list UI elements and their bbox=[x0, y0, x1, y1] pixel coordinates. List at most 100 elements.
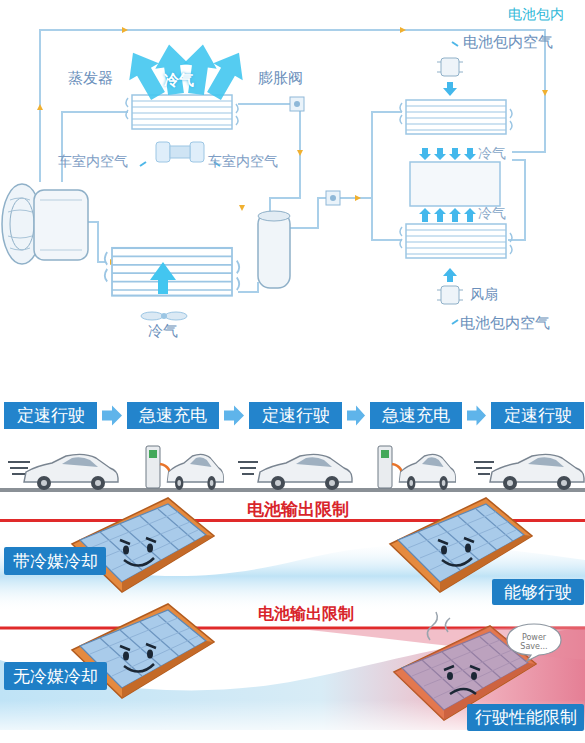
step-box: 定速行驶 bbox=[491, 402, 584, 429]
flow-arrow bbox=[224, 406, 244, 426]
battery-cooling-unit bbox=[437, 62, 463, 72]
condenser-fan bbox=[165, 312, 187, 320]
box-text: Power Save... bbox=[511, 633, 557, 651]
cars bbox=[258, 454, 352, 490]
box-text: 急速充电 bbox=[382, 404, 450, 427]
condenser bbox=[158, 278, 168, 294]
air-label: 车室内空气 bbox=[58, 154, 128, 169]
refrigerant-pipes bbox=[290, 198, 328, 228]
air-label: 电池包内空气 bbox=[460, 315, 550, 332]
compressor bbox=[2, 184, 88, 264]
refrigerant-pipes bbox=[372, 198, 402, 240]
battery-cooling-unit bbox=[443, 268, 457, 282]
condenser bbox=[105, 248, 239, 296]
battery-packs bbox=[72, 498, 214, 592]
box-text: 定速行驶 bbox=[17, 404, 85, 427]
refrigerant-pipes bbox=[86, 222, 106, 262]
flow-arrows bbox=[122, 27, 128, 33]
flow-arrows bbox=[297, 150, 303, 156]
state-box: 能够行驶 bbox=[492, 579, 584, 605]
bubble-outline bbox=[507, 624, 561, 661]
cars bbox=[399, 454, 455, 490]
blower-fan bbox=[190, 142, 204, 162]
expansion-valve bbox=[326, 191, 340, 205]
compressor bbox=[34, 190, 88, 260]
expansion-valve bbox=[294, 101, 300, 107]
battery-cooling-unit bbox=[434, 208, 446, 222]
battery-cooling-unit bbox=[400, 224, 512, 258]
expansion-valve bbox=[290, 97, 304, 111]
battery-packs bbox=[438, 538, 474, 566]
refrigerant-pipes bbox=[238, 103, 292, 105]
flow-arrows bbox=[542, 90, 548, 96]
cars bbox=[167, 454, 223, 490]
condenser bbox=[105, 248, 239, 296]
cars bbox=[24, 446, 584, 490]
blower-fan bbox=[170, 146, 190, 158]
battery-packs bbox=[120, 644, 156, 672]
compressor bbox=[8, 198, 32, 250]
state-box: 行驶性能限制 bbox=[467, 704, 584, 731]
battery-cooling-unit bbox=[443, 82, 457, 96]
state-box: 带冷媒冷却 bbox=[4, 547, 106, 575]
expansion-valve bbox=[330, 195, 336, 201]
receiver-tank bbox=[258, 211, 290, 288]
limit-label: 电池输出限制 bbox=[258, 605, 354, 623]
battery-packs bbox=[72, 498, 536, 720]
air-label: 冷气 bbox=[478, 206, 506, 221]
condenser-fan bbox=[141, 312, 187, 320]
battery-cooling-unit bbox=[464, 208, 476, 222]
evaporator bbox=[126, 95, 238, 129]
step-box: 急速充电 bbox=[370, 402, 462, 429]
air-label: 车室内空气 bbox=[208, 154, 278, 169]
condenser-fan bbox=[161, 313, 167, 319]
state-box: 无冷媒冷却 bbox=[4, 662, 107, 690]
air-label: 冷气 bbox=[164, 72, 194, 89]
box-text: 急速充电 bbox=[139, 404, 207, 427]
road bbox=[238, 462, 258, 474]
flow-arrow bbox=[102, 406, 122, 426]
battery-cooling-unit bbox=[437, 290, 463, 300]
battery-cooling-unit bbox=[419, 148, 431, 160]
refrigerant-pipes bbox=[40, 30, 545, 182]
battery-cooling-unit bbox=[419, 208, 431, 222]
battery-packs bbox=[427, 612, 450, 640]
condenser bbox=[150, 262, 176, 280]
refrigerant-pipes bbox=[62, 112, 128, 182]
flow-arrow bbox=[347, 406, 365, 426]
receiver-tank bbox=[258, 211, 290, 221]
refrigerant-pipes bbox=[340, 112, 402, 198]
flow-arrows bbox=[400, 27, 406, 33]
condenser-fan bbox=[141, 312, 163, 320]
speech-bubble: Power Save... bbox=[505, 622, 563, 662]
road bbox=[474, 462, 494, 474]
battery-cooling-unit bbox=[419, 82, 476, 282]
cold-air-arrows bbox=[118, 42, 253, 104]
flow-arrows bbox=[37, 27, 548, 265]
flow-arrows bbox=[37, 104, 43, 110]
step-box: 定速行驶 bbox=[4, 402, 97, 429]
battery-cooling-unit bbox=[434, 148, 446, 160]
step-box: 急速充电 bbox=[127, 402, 219, 429]
flow-arrow bbox=[467, 406, 486, 426]
box-text: 定速行驶 bbox=[504, 404, 572, 427]
flow-arrows bbox=[239, 205, 245, 211]
evaporator bbox=[126, 95, 238, 129]
cars bbox=[378, 446, 402, 488]
flow-arrows bbox=[355, 195, 361, 201]
box-text: 行驶性能限制 bbox=[475, 706, 577, 729]
part-label: 蒸发器 bbox=[68, 70, 113, 87]
area-label: 电池包内 bbox=[508, 7, 564, 22]
compressor bbox=[10, 198, 34, 250]
receiver-tank bbox=[258, 212, 290, 288]
road bbox=[0, 488, 585, 492]
air-label: 冷气 bbox=[478, 146, 506, 161]
cars bbox=[490, 454, 584, 490]
uncooled-band bbox=[0, 700, 585, 740]
battery-cooling-unit bbox=[449, 148, 461, 160]
battery-cooling-unit bbox=[441, 58, 459, 76]
battery-packs bbox=[390, 498, 532, 592]
